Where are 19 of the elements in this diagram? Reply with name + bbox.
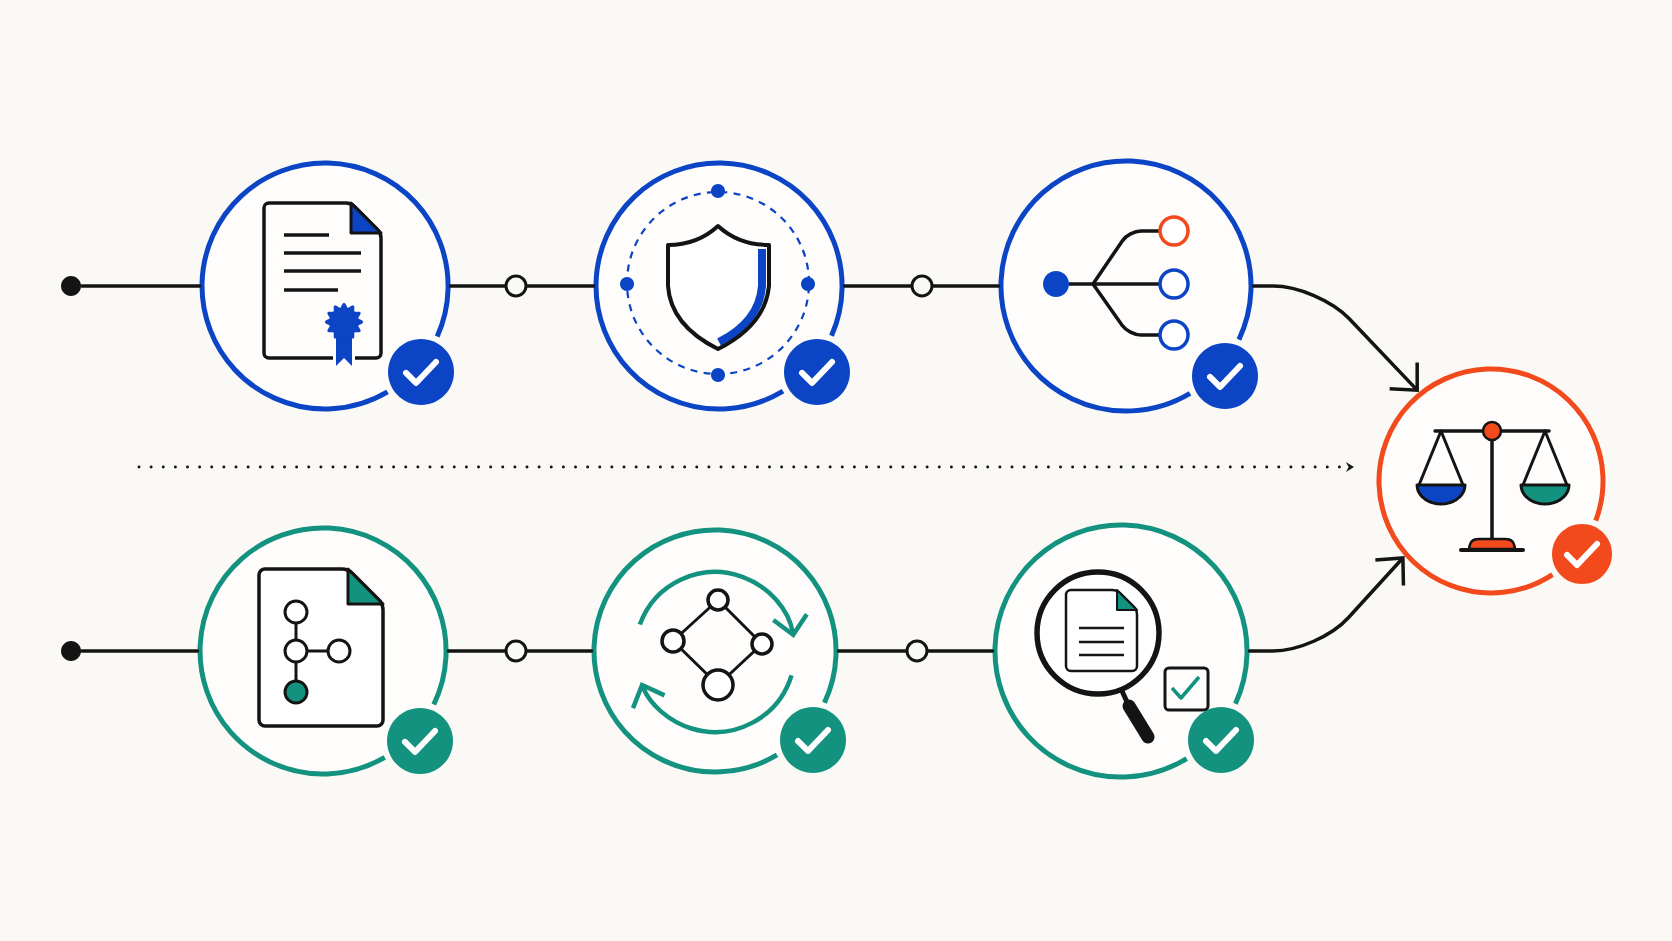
connector-line xyxy=(79,649,200,653)
connector-line xyxy=(446,649,507,653)
connector-line xyxy=(525,284,596,288)
connector-line xyxy=(836,649,908,653)
junction-circle xyxy=(504,274,528,298)
connector-line xyxy=(931,284,1001,288)
junction-circle xyxy=(910,274,934,298)
junction-circle xyxy=(504,639,528,663)
connector-line xyxy=(448,284,507,288)
connector-line xyxy=(842,284,913,288)
connector-line xyxy=(926,649,995,653)
step-circle xyxy=(199,160,451,412)
start-dot xyxy=(61,276,81,296)
junction-circle xyxy=(905,639,929,663)
connector-line xyxy=(525,649,594,653)
arrow xyxy=(1247,556,1406,653)
connector-line xyxy=(79,284,202,288)
arrow xyxy=(1251,284,1419,392)
start-dot xyxy=(61,641,81,661)
